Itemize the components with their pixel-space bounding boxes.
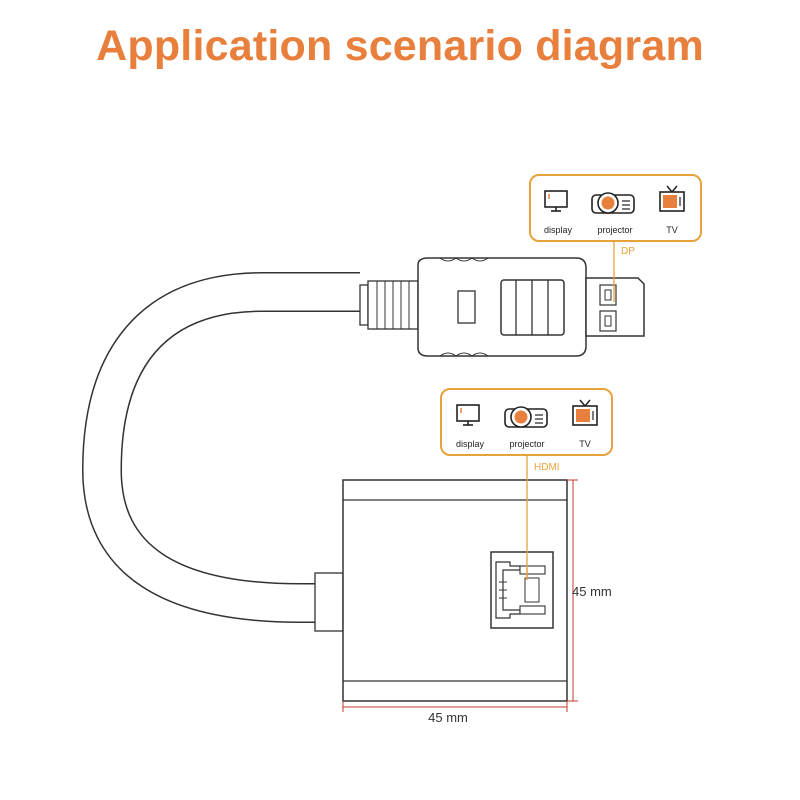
tv-icon <box>659 185 685 212</box>
latch-window <box>457 290 476 324</box>
dp-connector <box>359 257 645 357</box>
dp-tag: DP <box>621 246 635 257</box>
cable-collar <box>314 572 344 632</box>
hdmi-adapter <box>314 479 568 702</box>
diagram-title: Application scenario diagram <box>96 22 704 70</box>
projector-icon <box>591 192 635 214</box>
dp-label-projector: projector <box>597 225 632 235</box>
dp-device-panel: display projector TV <box>529 174 702 242</box>
hdmi-tag: HDMI <box>534 462 560 473</box>
cable <box>81 272 360 623</box>
display-icon <box>456 404 480 426</box>
projector-icon <box>504 406 548 428</box>
dp-label-tv: TV <box>666 225 678 235</box>
tv-icon <box>572 399 598 426</box>
strain-relief <box>359 284 369 326</box>
hdmi-label-projector: projector <box>509 439 544 449</box>
width-dimension-label: 45 mm <box>428 710 468 725</box>
hdmi-device-panel: display projector TV <box>440 388 613 456</box>
height-dimension: 45 mm <box>567 479 612 702</box>
dp-label-display: display <box>544 225 573 235</box>
height-dimension-label: 45 mm <box>572 584 612 599</box>
hdmi-label-tv: TV <box>579 439 591 449</box>
hdmi-port <box>490 551 554 629</box>
display-icon <box>544 190 568 212</box>
width-dimension: 45 mm <box>342 701 568 725</box>
hdmi-label-display: display <box>456 439 485 449</box>
